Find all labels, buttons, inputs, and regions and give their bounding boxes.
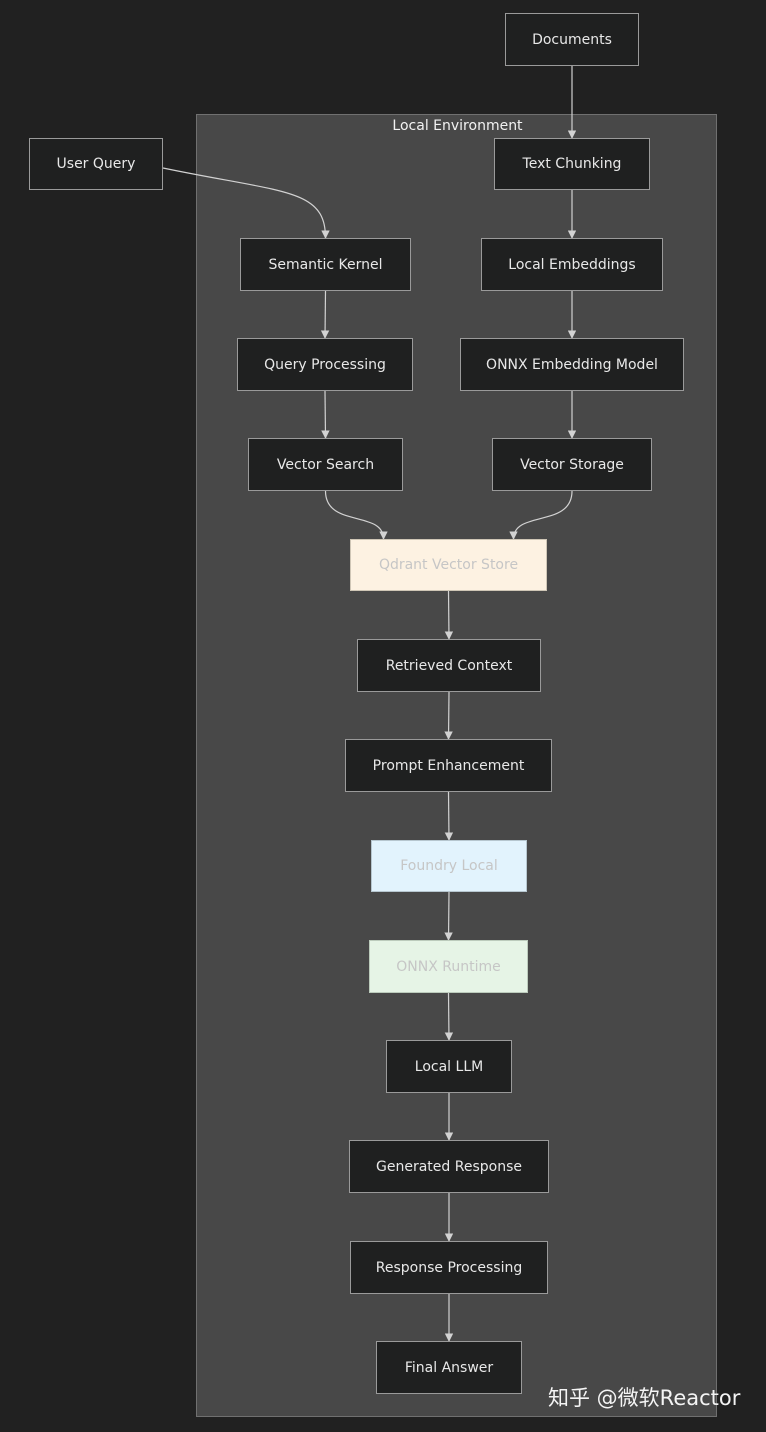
node-generated-response: Generated Response: [349, 1140, 549, 1193]
edge-prompt-enhancement-to-foundry-local: [444, 791, 454, 841]
zhihu-watermark: 知乎 @微软Reactor: [548, 1386, 741, 1410]
node-final-answer: Final Answer: [376, 1341, 522, 1394]
node-foundry-local: Foundry Local: [371, 840, 527, 892]
node-user-query: User Query: [29, 138, 163, 190]
edge-vector-search-to-qdrant-vector-store: [324, 490, 388, 540]
node-vector-search: Vector Search: [248, 438, 403, 491]
subgraph-title: Local Environment: [392, 118, 523, 134]
node-prompt-enhancement: Prompt Enhancement: [345, 739, 552, 792]
node-onnx-embedding-model: ONNX Embedding Model: [460, 338, 684, 391]
edge-semantic-kernel-to-query-processing: [320, 290, 330, 339]
node-response-processing: Response Processing: [350, 1241, 548, 1294]
node-local-embeddings: Local Embeddings: [481, 238, 663, 291]
edge-user-query-to-semantic-kernel: [162, 167, 330, 239]
edge-retrieved-context-to-prompt-enhancement: [444, 691, 453, 740]
edge-qdrant-vector-store-to-retrieved-context: [444, 590, 454, 640]
node-vector-storage: Vector Storage: [492, 438, 652, 491]
edge-foundry-local-to-onnx-runtime: [444, 891, 453, 941]
node-qdrant-vector-store: Qdrant Vector Store: [350, 539, 547, 591]
node-query-processing: Query Processing: [237, 338, 413, 391]
node-semantic-kernel: Semantic Kernel: [240, 238, 411, 291]
edge-onnx-runtime-to-local-llm: [444, 992, 454, 1041]
node-retrieved-context: Retrieved Context: [357, 639, 541, 692]
edge-query-processing-to-vector-search: [321, 390, 330, 439]
node-local-llm: Local LLM: [386, 1040, 512, 1093]
node-text-chunking: Text Chunking: [494, 138, 650, 190]
edge-vector-storage-to-qdrant-vector-store: [509, 490, 573, 540]
node-documents: Documents: [505, 13, 639, 66]
node-onnx-runtime: ONNX Runtime: [369, 940, 528, 993]
